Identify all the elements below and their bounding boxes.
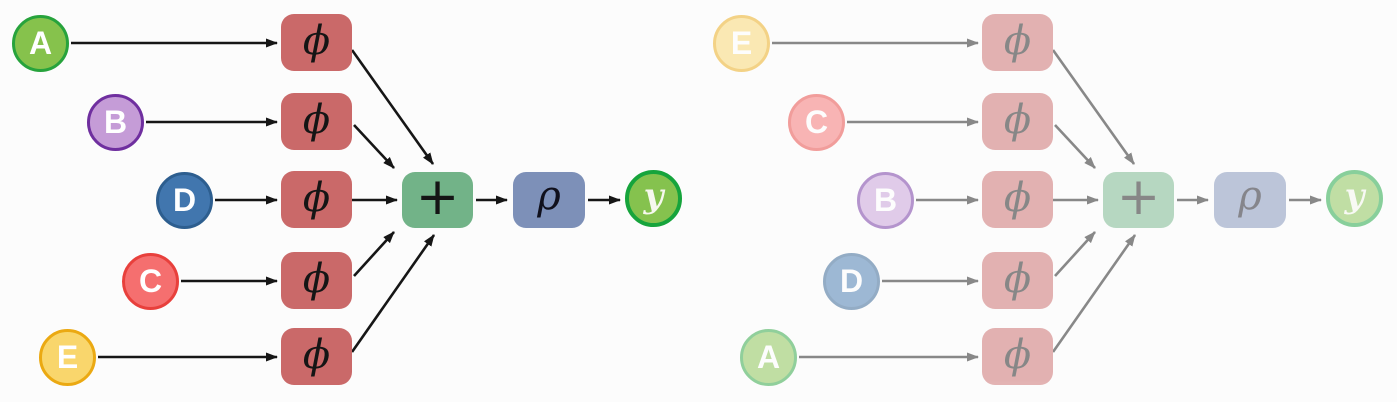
phi-label: ϕ <box>302 331 331 378</box>
output-node-label: y <box>643 175 664 216</box>
input-node-label: A <box>28 25 53 61</box>
diagram-right-faded: E C B D A ϕ ϕ ϕ ϕ ϕ + <box>701 0 1397 402</box>
input-node: D <box>156 172 213 229</box>
phi-box: ϕ <box>281 328 352 385</box>
phi-label: ϕ <box>302 255 331 302</box>
phi-box: ϕ <box>982 171 1053 228</box>
arrow-phi2-sum <box>1054 124 1096 169</box>
phi-label: ϕ <box>302 17 331 64</box>
rho-label: ρ <box>1238 173 1262 219</box>
arrow-phi2-sum <box>353 124 395 169</box>
output-node: y <box>625 170 682 227</box>
input-node: B <box>87 94 144 151</box>
sum-label: + <box>415 167 460 227</box>
input-node-label: D <box>172 182 197 218</box>
phi-box: ϕ <box>982 252 1053 309</box>
output-node-label: y <box>1344 175 1365 216</box>
phi-label: ϕ <box>1003 255 1032 302</box>
arrow-phi5-sum <box>350 234 436 353</box>
input-node: E <box>713 15 770 72</box>
phi-label: ϕ <box>302 96 331 143</box>
phi-box: ϕ <box>982 93 1053 150</box>
input-node: C <box>122 253 179 310</box>
output-node: y <box>1326 170 1383 227</box>
phi-box: ϕ <box>982 14 1053 71</box>
phi-label: ϕ <box>1003 174 1032 221</box>
input-node-label: E <box>56 339 79 375</box>
phi-box: ϕ <box>281 14 352 71</box>
arrow-phi4-sum <box>353 231 395 277</box>
rho-box: ρ <box>513 172 585 228</box>
phi-box: ϕ <box>281 252 352 309</box>
rho-box: ρ <box>1214 172 1286 228</box>
diagram-left: A B D C E ϕ ϕ ϕ ϕ ϕ + <box>0 0 696 402</box>
rho-label: ρ <box>537 173 561 219</box>
input-node: C <box>788 94 845 151</box>
phi-box: ϕ <box>281 171 352 228</box>
input-node-label: A <box>756 339 781 375</box>
phi-box: ϕ <box>982 328 1053 385</box>
arrow-phi5-sum <box>1051 234 1137 353</box>
input-node-label: E <box>730 25 753 61</box>
input-node: A <box>740 329 797 386</box>
sum-box: + <box>402 167 473 228</box>
input-node-label: D <box>839 263 864 299</box>
input-node: D <box>823 253 880 310</box>
arrow-phi1-sum <box>350 49 435 165</box>
phi-box: ϕ <box>281 93 352 150</box>
sum-box: + <box>1103 167 1174 228</box>
input-node-label: B <box>873 182 898 218</box>
arrow-phi4-sum <box>1054 231 1096 277</box>
sum-label: + <box>1116 167 1161 227</box>
phi-label: ϕ <box>1003 17 1032 64</box>
input-node-label: C <box>804 104 829 140</box>
phi-label: ϕ <box>1003 331 1032 378</box>
input-node-label: B <box>103 104 128 140</box>
phi-label: ϕ <box>302 174 331 221</box>
arrow-phi1-sum <box>1051 49 1136 165</box>
input-node: E <box>39 329 96 386</box>
phi-label: ϕ <box>1003 96 1032 143</box>
input-node: B <box>857 172 914 229</box>
input-node: A <box>12 15 69 72</box>
input-node-label: C <box>138 263 163 299</box>
